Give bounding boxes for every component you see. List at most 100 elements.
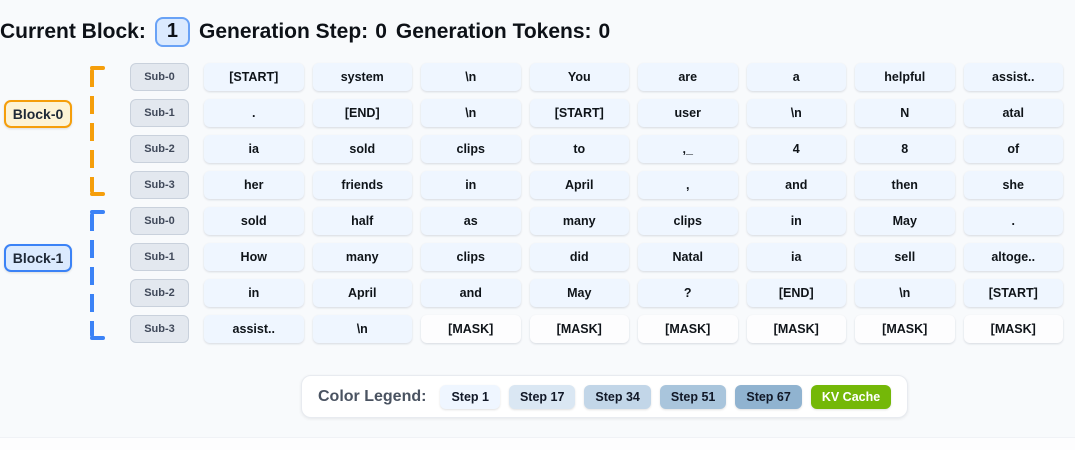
token-cell: assist..: [963, 63, 1063, 91]
bracket-bottom-arm: [90, 336, 105, 340]
token-cell: then: [855, 171, 955, 199]
token-cell: May: [529, 279, 629, 307]
token-cell: are: [638, 63, 738, 91]
bottom-strip: [0, 437, 1075, 450]
token-cell: clips: [638, 207, 738, 235]
block-0-label: Block-0: [4, 100, 72, 128]
token-cell: [MASK]: [638, 315, 738, 343]
token-cell: How: [204, 243, 304, 271]
token-cell: [END]: [312, 99, 412, 127]
token-cell: of: [963, 135, 1063, 163]
token-cell: You: [529, 63, 629, 91]
sub-label-sub-3: Sub-3: [130, 315, 189, 343]
sub-label-sub-2: Sub-2: [130, 135, 189, 163]
token-cell: [MASK]: [529, 315, 629, 343]
token-cell: [MASK]: [855, 315, 955, 343]
token-cell: 8: [855, 135, 955, 163]
block-1-bracket: [90, 210, 105, 340]
generation-step-label: Generation Step:: [198, 20, 369, 43]
status-bar: Current Block: 1 Generation Step: 0 Gene…: [0, 17, 610, 47]
token-cell: ?: [638, 279, 738, 307]
legend-items: Step 1 Step 17 Step 34 Step 51 Step 67 KV Cac…: [440, 384, 892, 409]
token-cell: system: [312, 63, 412, 91]
token-cell: April: [312, 279, 412, 307]
token-cell: clips: [421, 135, 521, 163]
sub-label-sub-0: Sub-0: [130, 207, 189, 235]
token-cell: \n: [421, 63, 521, 91]
token-cell: [START]: [963, 279, 1063, 307]
token-cell: and: [421, 279, 521, 307]
legend-chip-step-1: Step 1: [440, 384, 500, 409]
token-cell: [MASK]: [421, 315, 521, 343]
legend-chip-step-17: Step 17: [508, 384, 576, 409]
token-cell: May: [855, 207, 955, 235]
token-cell: April: [529, 171, 629, 199]
legend-chip-step-34: Step 34: [584, 384, 651, 409]
token-cell: and: [746, 171, 846, 199]
token-row: Sub-3 assist.. \n [MASK] [MASK] [MASK] [MASK] […: [130, 315, 1063, 343]
legend-chip-kv-cache: KV Cache: [810, 384, 892, 409]
token-cell: sold: [312, 135, 412, 163]
sub-label-sub-1: Sub-1: [130, 99, 189, 127]
current-block-label: Current Block:: [0, 20, 146, 43]
sub-label-sub-0: Sub-0: [130, 63, 189, 91]
token-cell: N: [855, 99, 955, 127]
generation-tokens-stat: Generation Tokens: 0: [396, 20, 610, 44]
bracket-top-arm: [90, 66, 105, 70]
bracket-bottom-arm: [90, 192, 105, 196]
bracket-dashed-line: [90, 69, 94, 193]
token-cell: in: [204, 279, 304, 307]
token-cell: ,_: [638, 135, 738, 163]
token-cell: ia: [746, 243, 846, 271]
generation-tokens-label: Generation Tokens:: [395, 20, 592, 43]
token-cell: friends: [312, 171, 412, 199]
token-cell: altoge..: [963, 243, 1063, 271]
sub-label-sub-2: Sub-2: [130, 279, 189, 307]
legend-chip-step-51: Step 51: [659, 384, 727, 409]
token-cell: .: [963, 207, 1063, 235]
generation-step-stat: Generation Step: 0: [199, 20, 387, 44]
token-cell: in: [421, 171, 521, 199]
token-cell: \n: [746, 99, 846, 127]
token-cell: as: [421, 207, 521, 235]
block-0-bracket: [90, 66, 105, 196]
bracket-dashed-line: [90, 213, 94, 337]
legend-title: Color Legend:: [318, 387, 427, 405]
token-cell: in: [746, 207, 846, 235]
token-cell: many: [312, 243, 412, 271]
token-cell: half: [312, 207, 412, 235]
token-cell: Natal: [638, 243, 738, 271]
sub-label-sub-1: Sub-1: [130, 243, 189, 271]
token-cell: helpful: [855, 63, 955, 91]
sub-label-sub-3: Sub-3: [130, 171, 189, 199]
legend-chip-step-67: Step 67: [735, 384, 802, 409]
token-cell: many: [529, 207, 629, 235]
token-cell: clips: [421, 243, 521, 271]
token-cell: sold: [204, 207, 304, 235]
generation-tokens-value: 0: [598, 20, 611, 43]
token-cell: assist..: [204, 315, 304, 343]
token-cell: atal: [963, 99, 1063, 127]
token-cell: ,: [638, 171, 738, 199]
token-cell: [END]: [746, 279, 846, 307]
token-cell: sell: [855, 243, 955, 271]
token-cell: [MASK]: [963, 315, 1063, 343]
token-cell: \n: [312, 315, 412, 343]
bracket-top-arm: [90, 210, 105, 214]
token-cell: .: [204, 99, 304, 127]
token-cell: [START]: [204, 63, 304, 91]
token-cell: ia: [204, 135, 304, 163]
token-cell: to: [529, 135, 629, 163]
color-legend: Color Legend: Step 1 Step 17 Step 34 Step 5…: [301, 375, 909, 418]
token-cell: user: [638, 99, 738, 127]
generation-step-value: 0: [375, 20, 387, 43]
